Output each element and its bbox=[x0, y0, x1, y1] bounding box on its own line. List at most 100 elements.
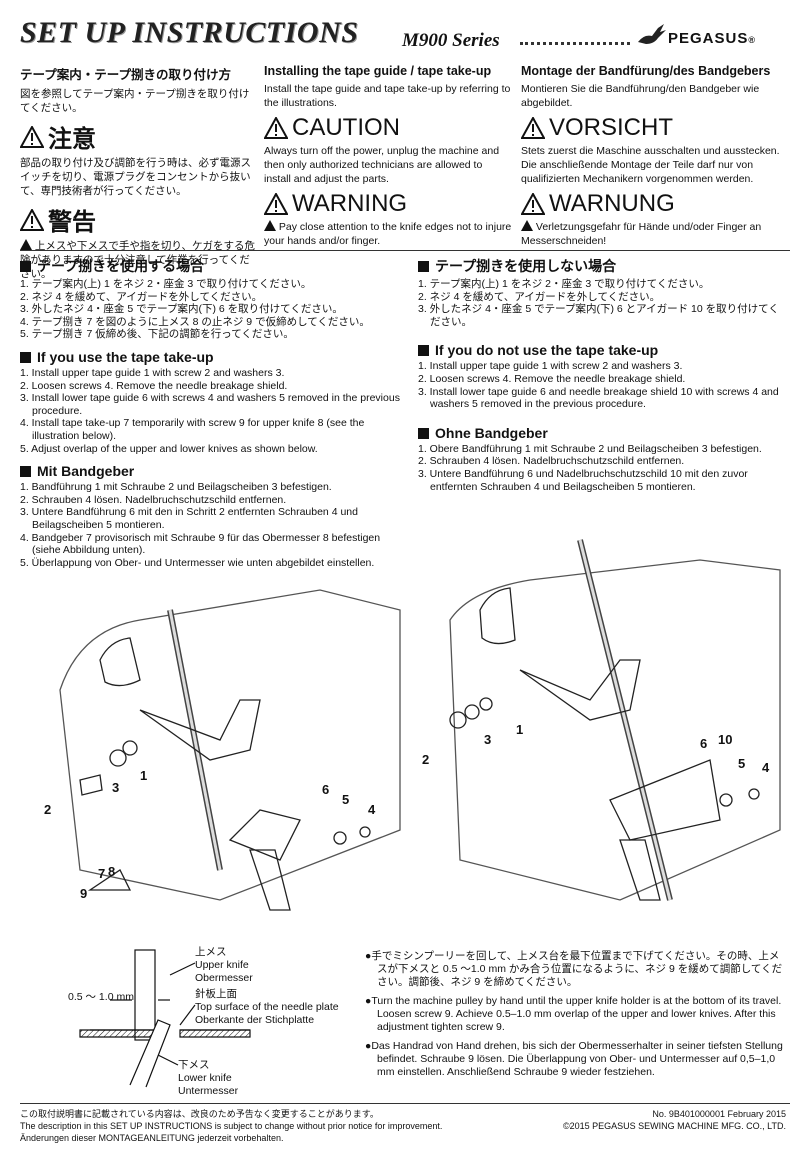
list-item: 2. ネジ 4 を緩めて、アイガードを外してください。 bbox=[418, 290, 661, 303]
en-column: Installing the tape guide / tape take-up… bbox=[264, 64, 512, 248]
en-without-steps: 1. Install upper tape guide 1 with screw… bbox=[418, 360, 788, 410]
document-title: SET UP INSTRUCTIONS bbox=[20, 16, 359, 49]
adjustment-notes: ●手でミシンプーリーを回して、上メス台を最下位置まで下げてください。その時、上メ… bbox=[365, 950, 785, 1085]
list-item: 1. Install upper tape guide 1 with screw… bbox=[418, 360, 683, 373]
callout-5: 5 bbox=[342, 792, 349, 807]
en-without-heading: If you do not use the tape take-up bbox=[418, 342, 788, 358]
callout-1: 1 bbox=[516, 722, 523, 737]
list-item: 2. Schrauben 4 lösen. Nadelbruchschutzsc… bbox=[418, 455, 685, 468]
hand-hazard-icon bbox=[521, 220, 533, 231]
list-item: 3. 外したネジ 4・座金 5 でテープ案内(下) 6 を取り付けてください。 bbox=[20, 303, 343, 316]
jp-caution-title: 注意 bbox=[20, 119, 255, 154]
en-warning-title: WARNING bbox=[264, 190, 512, 218]
list-item: 2. Loosen screws 4. Remove the needle br… bbox=[20, 379, 288, 392]
jp-column: テープ案内・テープ捌きの取り付け方 図を参照してテープ案内・テープ捌きを取り付け… bbox=[20, 64, 255, 281]
caution-triangle-icon bbox=[521, 117, 545, 139]
callout-2: 2 bbox=[422, 752, 429, 767]
jp-without-heading: テープ捌きを使用しない場合 bbox=[418, 256, 788, 276]
note-en: ●Turn the machine pulley by hand until t… bbox=[365, 995, 782, 1033]
list-item: 1. Bandführung 1 mit Schraube 2 und Beil… bbox=[20, 481, 332, 494]
de-without-heading: Ohne Bandgeber bbox=[418, 425, 788, 441]
upper-knife-de: Obermesser bbox=[195, 972, 253, 984]
list-item: 3. 外したネジ 4・座金 5 でテープ案内(下) 6 とアイガード 10 を取… bbox=[418, 303, 779, 328]
gap-label: 0.5 ～ 1.0 mm bbox=[68, 991, 134, 1003]
list-item: 5. Adjust overlap of the upper and lower… bbox=[20, 442, 318, 455]
lower-knife-en: Lower knife bbox=[178, 1072, 232, 1084]
callout-4: 4 bbox=[368, 802, 376, 817]
callout-1: 1 bbox=[140, 768, 147, 783]
list-item: 1. テープ案内(上) 1 をネジ 2・座金 3 で取り付けてください。 bbox=[20, 278, 312, 290]
hand-hazard-icon bbox=[20, 239, 32, 250]
jp-without-steps: 1. テープ案内(上) 1 をネジ 2・座金 3 で取り付けてください。 2. … bbox=[418, 278, 788, 328]
callout-5: 5 bbox=[738, 756, 745, 771]
list-item: 2. Schrauben 4 lösen. Nadelbruchschutzsc… bbox=[20, 493, 287, 506]
list-item: 2. ネジ 4 を緩めて、アイガードを外してください。 bbox=[20, 290, 263, 303]
jp-caution-text: 部品の取り付け及び調節を行う時は、必ず電源スイッチを切り、電源プラグをコンセント… bbox=[20, 157, 251, 197]
with-take-up-section: テープ捌きを使用する場合 1. テープ案内(上) 1 をネジ 2・座金 3 で取… bbox=[20, 256, 410, 569]
de-body: Montieren Sie die Bandführung/den Bandge… bbox=[521, 83, 760, 109]
callout-6: 6 bbox=[322, 782, 329, 797]
de-column: Montage der Bandfürung/des Bandgebers Mo… bbox=[521, 64, 786, 248]
list-item: 1. Install upper tape guide 1 with screw… bbox=[20, 366, 285, 379]
note-de: ●Das Handrad von Hand drehen, bis sich d… bbox=[365, 1040, 783, 1078]
brand-name: PEGASUS® bbox=[668, 30, 756, 47]
en-caution-text: Always turn off the power, unplug the ma… bbox=[264, 145, 500, 185]
note-jp: ●手でミシンプーリーを回して、上メス台を最下位置まで下げてください。その時、上メ… bbox=[365, 950, 783, 988]
callout-9: 9 bbox=[80, 886, 87, 901]
knife-overlap-diagram: 0.5 ～ 1.0 mm 上メス Upper knife Obermesser … bbox=[68, 946, 339, 1095]
list-item: 4. テープ捌き 7 を図のように上メス 8 の止ネジ 9 で仮締めしてください… bbox=[20, 315, 370, 328]
footer-divider bbox=[20, 1103, 790, 1104]
en-heading: Installing the tape guide / tape take-up bbox=[264, 64, 492, 78]
without-take-up-section: テープ捌きを使用しない場合 1. テープ案内(上) 1 をネジ 2・座金 3 で… bbox=[418, 256, 788, 493]
list-item: 4. Install tape take-up 7 temporarily wi… bbox=[20, 417, 365, 442]
jp-warning-text: 上メスや下メスで手や指を切り、ケガをする危険がありますので十分注意して作業を行っ… bbox=[20, 239, 256, 280]
upper-knife-jp: 上メス bbox=[195, 946, 227, 958]
list-item: 4. Bandgeber 7 provisorisch mit Schraube… bbox=[20, 531, 381, 557]
de-without-steps: 1. Obere Bandführung 1 mit Schraube 2 un… bbox=[418, 443, 788, 493]
footer-jp: この取付説明書に記載されている内容は、改良のため予告なく変更することがあります。 bbox=[20, 1109, 379, 1119]
footer-meta: No. 9B401000001 February 2015 ©2015 PEGA… bbox=[563, 1108, 786, 1132]
list-item: 2. Loosen screws 4. Remove the needle br… bbox=[418, 372, 686, 385]
copyright: ©2015 PEGASUS SEWING MACHINE MFG. CO., L… bbox=[562, 1121, 786, 1131]
callout-10: 10 bbox=[718, 732, 732, 747]
de-caution-text: Stets zuerst die Maschine ausschalten un… bbox=[521, 145, 780, 185]
list-item: 3. Install lower tape guide 6 and needle… bbox=[418, 385, 779, 411]
footer-de: Änderungen dieser MONTAGEANLEITUNG jeder… bbox=[20, 1133, 284, 1143]
en-caution-title: CAUTION bbox=[264, 114, 512, 142]
callout-6: 6 bbox=[700, 736, 707, 751]
de-warning-title: WARNUNG bbox=[521, 190, 786, 218]
lower-knife-de: Untermesser bbox=[178, 1085, 239, 1095]
needle-plate-en: Top surface of the needle plate bbox=[195, 1001, 339, 1013]
needle-plate-de: Oberkante der Stichplatte bbox=[195, 1014, 314, 1026]
de-with-steps: 1. Bandführung 1 mit Schraube 2 und Beil… bbox=[20, 481, 410, 569]
callout-7: 7 bbox=[98, 866, 105, 881]
jp-with-heading: テープ捌きを使用する場合 bbox=[20, 256, 410, 276]
list-item: 3. Untere Bandführung 6 und Nadelbruchsc… bbox=[418, 467, 748, 493]
with-take-up-illustration bbox=[59, 589, 401, 911]
footer-en: The description in this SET UP INSTRUCTI… bbox=[20, 1121, 443, 1131]
list-item: 3. Untere Bandführung 6 mit den in Schri… bbox=[20, 506, 358, 531]
en-body: Install the tape guide and tape take-up … bbox=[264, 83, 511, 109]
callout-3: 3 bbox=[112, 780, 119, 795]
warning-triangle-icon bbox=[521, 193, 545, 215]
callout-2: 2 bbox=[44, 802, 51, 817]
list-item: 5. テープ捌き 7 仮締め後、下記の調節を行ってください。 bbox=[20, 328, 294, 341]
jp-warning-title: 警告 bbox=[20, 202, 255, 237]
de-warning-text: Verletzungsgefahr für Hände und/oder Fin… bbox=[521, 220, 762, 247]
with-take-up-callouts: 1 2 3 4 5 6 7 8 9 bbox=[44, 768, 376, 901]
section-divider bbox=[20, 250, 790, 251]
needle-plate-jp: 針板上面 bbox=[195, 987, 237, 1000]
callout-4: 4 bbox=[762, 760, 770, 775]
jp-heading: テープ案内・テープ捌きの取り付け方 bbox=[20, 68, 232, 82]
list-item: 1. テープ案内(上) 1 をネジ 2・座金 3 で取り付けてください。 bbox=[418, 278, 710, 290]
callout-8: 8 bbox=[108, 864, 115, 879]
en-with-heading: If you use the tape take-up bbox=[20, 349, 410, 365]
callout-3: 3 bbox=[484, 732, 491, 747]
en-with-steps: 1. Install upper tape guide 1 with screw… bbox=[20, 367, 410, 455]
de-with-heading: Mit Bandgeber bbox=[20, 463, 410, 479]
without-take-up-illustration bbox=[449, 539, 781, 901]
jp-with-steps: 1. テープ案内(上) 1 をネジ 2・座金 3 で取り付けてください。 2. … bbox=[20, 278, 410, 341]
en-warning-text: Pay close attention to the knife edges n… bbox=[264, 220, 512, 247]
de-caution-title: VORSICHT bbox=[521, 114, 786, 142]
list-item: 1. Obere Bandführung 1 mit Schraube 2 un… bbox=[418, 442, 762, 455]
